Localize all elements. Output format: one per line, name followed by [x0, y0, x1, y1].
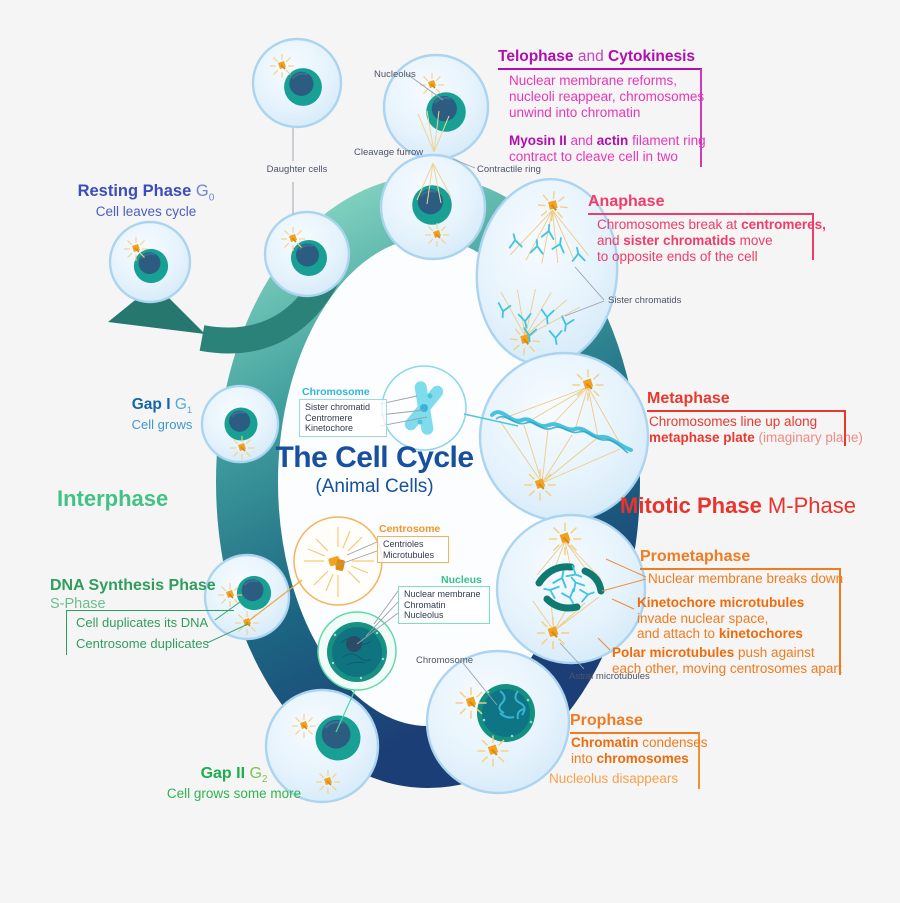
centrosome-inset: [293, 516, 383, 606]
chromosome-inset: [381, 365, 467, 451]
centrioles: [328, 556, 345, 571]
prophase-heading: Prophase: [570, 712, 700, 734]
gap2-cell: [264, 688, 380, 804]
s-phase-point-2: Centrosome duplicates: [76, 636, 209, 651]
gap2-title: Gap II G2: [200, 765, 268, 786]
s-phase-title: DNA Synthesis Phase: [50, 577, 216, 594]
nucleolus-label: Nucleolus: [374, 69, 416, 80]
chromosome-item-1: Sister chromatid: [305, 402, 371, 412]
metaphase-section: Metaphase Chromosomes line up along meta…: [647, 390, 863, 446]
telophase-p1-l3: unwind into chromatin: [509, 105, 641, 120]
telophase-p1-l2: nucleoli reappear, chromosomes: [509, 89, 705, 104]
s-phase-cell: [203, 553, 291, 641]
anaphase-l3: to opposite ends of the cell: [597, 249, 758, 264]
prophase-bracket: [698, 733, 700, 789]
resting-phase-desc: Cell leaves cycle: [95, 204, 197, 220]
gap1-title: Gap I G1: [131, 396, 193, 417]
chromosome-item-3: Kinetochore: [305, 423, 354, 434]
daughter-cell-bottom: [263, 210, 351, 298]
s-phase-point-1: Cell duplicates its DNA: [76, 615, 209, 630]
metaphase-l2: metaphase plate (imaginary plane): [649, 430, 863, 445]
contractile-ring-label: Contractile ring: [477, 164, 541, 175]
metaphase-plate: [490, 410, 633, 452]
spindle-fibers: [499, 386, 623, 484]
daughter-cells-label: Daughter cells: [266, 164, 328, 175]
nucleolus-dot: [346, 636, 362, 652]
gap1-label: Gap I G1 Cell grows: [112, 396, 212, 432]
gap1-cell: [200, 384, 280, 464]
contractile-ring-fibers: [416, 110, 452, 205]
telophase-p2-l2: contract to cleave cell in two: [509, 149, 678, 164]
metaphase-cell: [478, 351, 650, 523]
centrosome-item-2: Microtubules: [383, 549, 435, 560]
prophase-cell: [425, 649, 571, 795]
interphase-label: Interphase: [57, 486, 169, 511]
metaphase-l1: Chromosomes line up along: [649, 414, 818, 429]
nucleus-item-2: Chromatin: [404, 599, 446, 610]
telophase-bracket: [700, 69, 702, 167]
nucleus-inset: [317, 611, 397, 691]
mitotic-phase-label: Mitotic Phase M-Phase: [620, 493, 856, 518]
telophase-p2-l1: Myosin II and actin filament ring: [509, 133, 706, 148]
prometaphase-p1: Nuclear membrane breaks down: [648, 571, 844, 586]
chromosome-label: Chromosome: [416, 655, 474, 666]
prometaphase-cell: [495, 513, 647, 665]
title-main: The Cell Cycle: [275, 441, 474, 474]
resting-phase-label: Resting Phase G0 Cell leaves cycle: [58, 182, 234, 219]
gap1-desc: Cell grows: [131, 417, 193, 433]
colored-connectors: [206, 413, 647, 733]
chromosome-inset-items: Sister chromatid Centromere Kinetochore: [299, 399, 387, 437]
prometaphase-section: Prometaphase Nuclear membrane breaks dow…: [612, 548, 843, 676]
gap2-desc: Cell grows some more: [166, 786, 302, 802]
condensed-chromosomes: [535, 563, 605, 612]
prometaphase-heading: Prometaphase: [640, 548, 841, 570]
nucleus-item-1: Nuclear membrane: [404, 589, 481, 599]
anaphase-section: Anaphase Chromosomes break at centromere…: [588, 193, 826, 265]
s-phase-alt: S-Phase: [50, 596, 106, 612]
prophase-p2: Nucleolus disappears: [549, 771, 679, 786]
resting-phase-cell: [108, 220, 192, 304]
chromosome-item-2: Centromere: [305, 412, 353, 423]
s-phase-points: Cell duplicates its DNA Centrosome dupli…: [66, 610, 234, 655]
prometaphase-bracket: [839, 569, 841, 675]
metaphase-heading: Metaphase: [647, 390, 846, 412]
sister-chromatids-label: Sister chromatids: [608, 295, 682, 306]
centrosome-inset-items: Centrioles Microtubules: [377, 536, 449, 564]
telophase-section: Telophase and Cytokinesis Nuclear membra…: [498, 48, 706, 167]
nucleus-inset-items: Nuclear membrane Chromatin Nucleolus: [398, 586, 490, 624]
centromere-dot: [420, 404, 428, 412]
daughter-cell-top: [251, 37, 343, 129]
diagram-title: The Cell Cycle (Animal Cells): [252, 441, 497, 498]
anaphase-l1: Chromosomes break at centromeres,: [597, 217, 826, 232]
resting-phase-title: Resting Phase G0: [77, 182, 215, 204]
anaphase-l2: and sister chromatids move: [597, 233, 773, 248]
metaphase-bracket: [844, 411, 846, 446]
chromatin: [498, 690, 526, 720]
gap2-label: Gap II G2 Cell grows some more: [150, 765, 318, 801]
centrosome-item-1: Centrioles: [383, 539, 424, 549]
title-sub: (Animal Cells): [315, 476, 434, 497]
chromosome-inset-heading: Chromosome: [302, 386, 370, 398]
cleavage-furrow-label: Cleavage furrow: [354, 147, 424, 158]
s-phase-label: DNA Synthesis Phase S-Phase: [50, 577, 216, 612]
centrosome-inset-heading: Centrosome: [379, 523, 441, 535]
spindle-fibers: [500, 209, 589, 337]
nucleus-item-3: Nucleolus: [404, 610, 444, 621]
telophase-heading: Telophase and Cytokinesis: [498, 48, 702, 70]
telophase-cell-bottom: [379, 153, 487, 261]
telophase-p1-l1: Nuclear membrane reforms,: [509, 73, 678, 88]
anaphase-bracket: [812, 214, 814, 260]
astral-microtubules-label: Astral microtubules: [569, 671, 650, 682]
nucleus-inset-heading: Nucleus: [441, 574, 482, 586]
anaphase-heading: Anaphase: [588, 193, 814, 215]
